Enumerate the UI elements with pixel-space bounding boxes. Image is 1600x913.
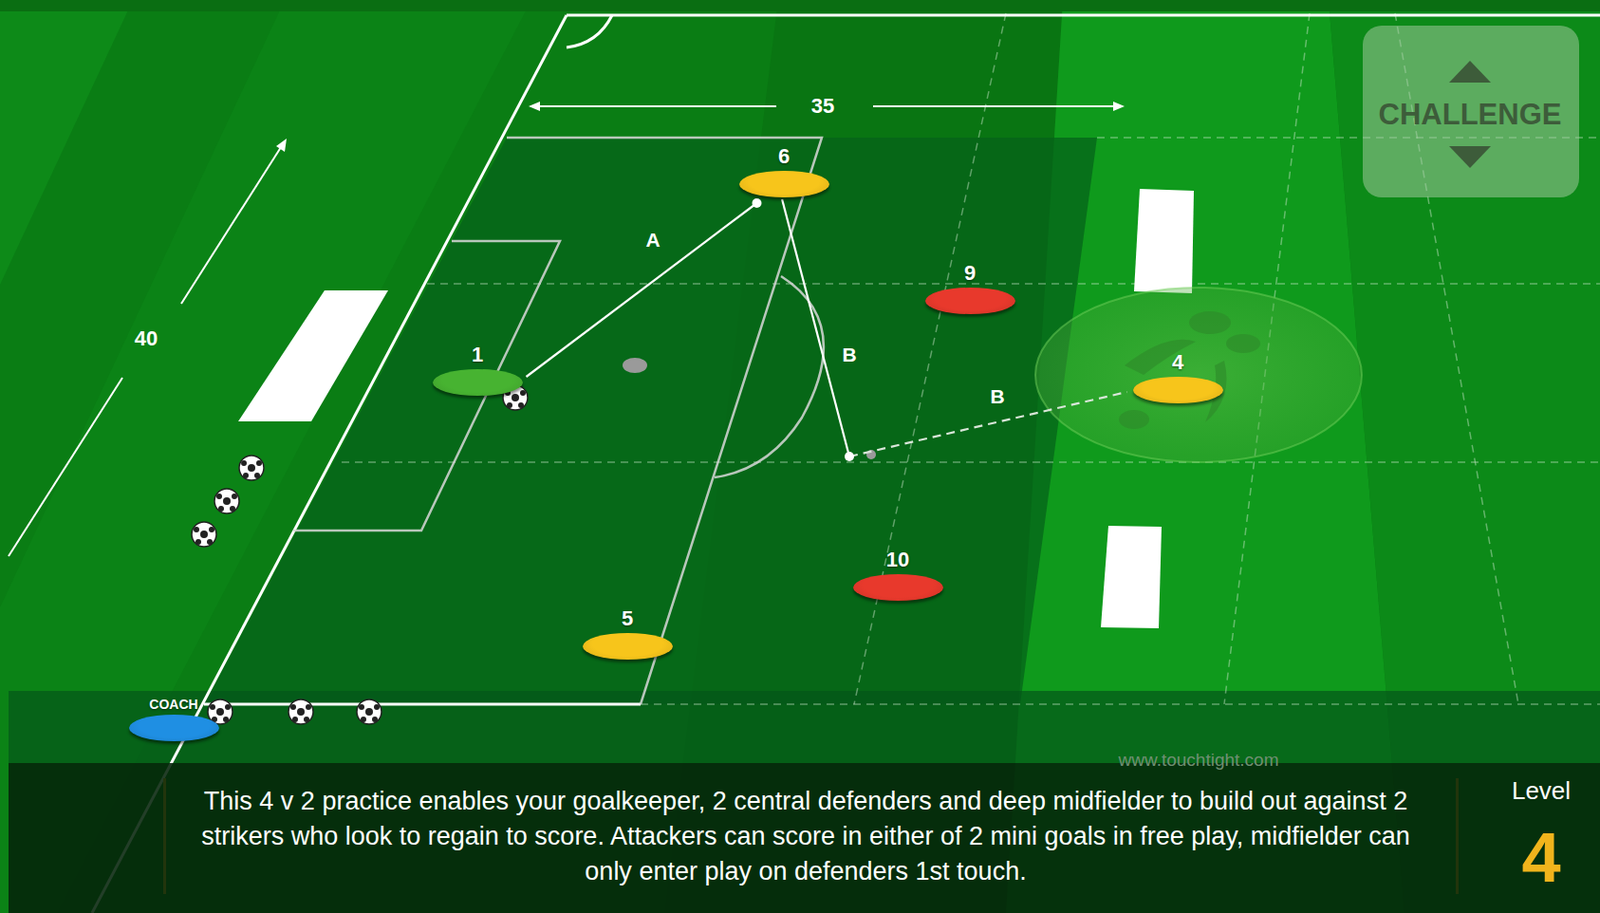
player-number: 9 — [964, 261, 976, 285]
player-disc — [129, 714, 220, 742]
player-disc — [925, 287, 1016, 315]
watermark: www.touchtight.com — [1118, 749, 1280, 771]
player-marker: 4 — [1133, 351, 1224, 404]
level-label: Level — [1511, 776, 1571, 806]
player-marker: 5 — [582, 607, 673, 660]
coach-label: COACH — [148, 696, 198, 712]
challenge-label: CHALLENGE — [1378, 97, 1563, 132]
level-number: 4 — [1521, 817, 1561, 898]
player-marker: 6 — [739, 145, 830, 198]
player-disc — [582, 632, 673, 660]
player-marker: 10 — [853, 548, 944, 601]
player-number: 5 — [621, 607, 633, 631]
dimension-label: 40 — [134, 326, 158, 352]
pass-label: B — [989, 385, 1005, 409]
player-marker: 1 — [432, 343, 523, 396]
player-number: 1 — [471, 343, 484, 367]
player-marker: 9 — [925, 261, 1016, 315]
player-disc — [432, 369, 523, 396]
pass-line — [781, 199, 1127, 462]
player-disc — [739, 170, 830, 198]
player-disc — [1133, 376, 1224, 404]
player-number: 10 — [886, 548, 910, 572]
player-marker: COACH — [129, 696, 220, 742]
caption-text: This 4 v 2 practice enables your goalkee… — [188, 783, 1423, 890]
pass-label: A — [645, 228, 660, 252]
caption-bar: This 4 v 2 practice enables your goalkee… — [8, 762, 1600, 913]
player-number: 4 — [1172, 351, 1184, 374]
player-number: 6 — [778, 145, 790, 168]
dimension-label: 35 — [811, 93, 835, 119]
pass-line — [526, 198, 763, 377]
player-disc — [853, 574, 944, 601]
pass-label: B — [841, 343, 856, 367]
